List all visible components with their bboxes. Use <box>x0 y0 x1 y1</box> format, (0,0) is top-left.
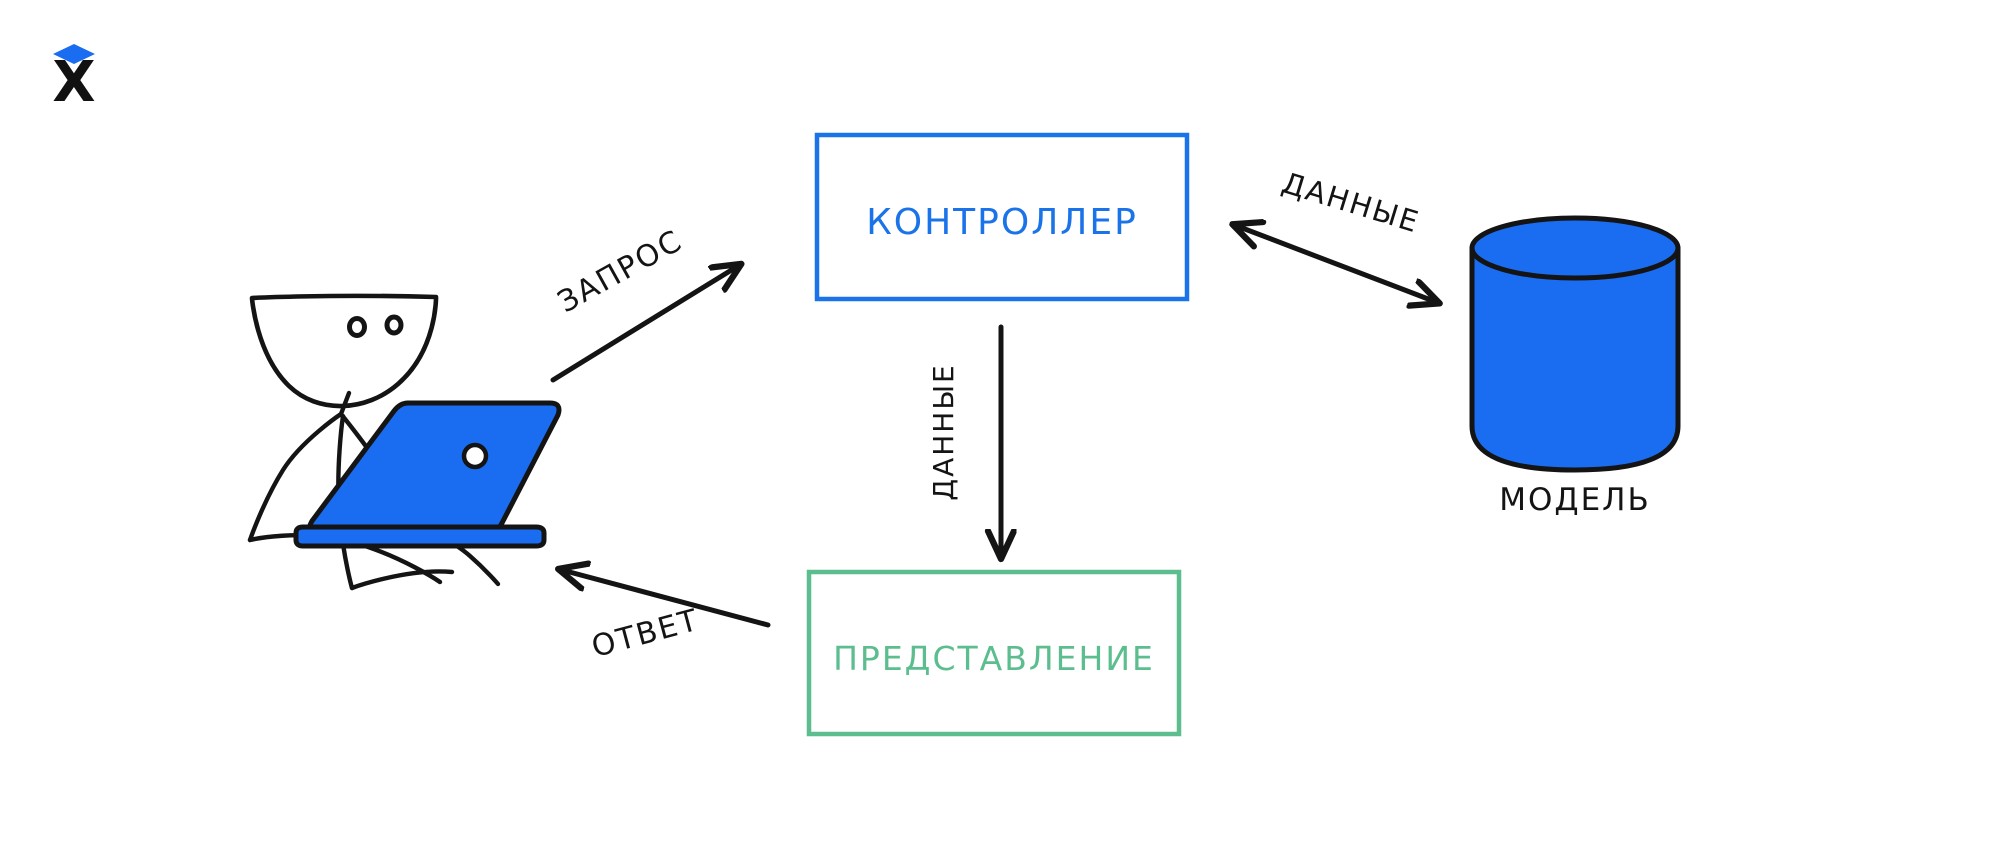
response-arrow <box>562 570 771 628</box>
laptop-base <box>293 524 547 549</box>
controller-label: КОНТРОЛЛЕР <box>866 202 1138 243</box>
request-label: ЗАПРОС <box>552 223 689 320</box>
laptop-camera-icon <box>461 442 489 470</box>
diamond-icon <box>53 44 95 64</box>
controller-box[interactable] <box>814 132 1190 302</box>
hip-line <box>349 569 455 591</box>
model-cylinder[interactable] <box>1469 215 1681 473</box>
controller-model-label: ДАННЫЕ <box>1278 165 1424 239</box>
eye-right-icon <box>384 314 404 336</box>
torso <box>247 411 344 543</box>
view-label: ПРЕДСТАВЛЕНИЕ <box>833 639 1155 678</box>
neck <box>338 390 352 417</box>
logo-letter: X <box>52 50 95 115</box>
model-label: МОДЕЛЬ <box>1499 482 1651 518</box>
eye-left-icon <box>347 316 367 338</box>
controller-view-label: ДАННЫЕ <box>927 363 960 501</box>
controller-model-arrow <box>1237 226 1436 302</box>
x-logo[interactable]: X <box>52 44 96 115</box>
cylinder-body <box>1469 245 1681 473</box>
request-arrow <box>550 266 738 383</box>
view-box[interactable] <box>806 569 1182 737</box>
response-label: ОТВЕТ <box>588 603 703 665</box>
cylinder-top <box>1469 215 1681 281</box>
user-with-laptop <box>247 293 562 591</box>
